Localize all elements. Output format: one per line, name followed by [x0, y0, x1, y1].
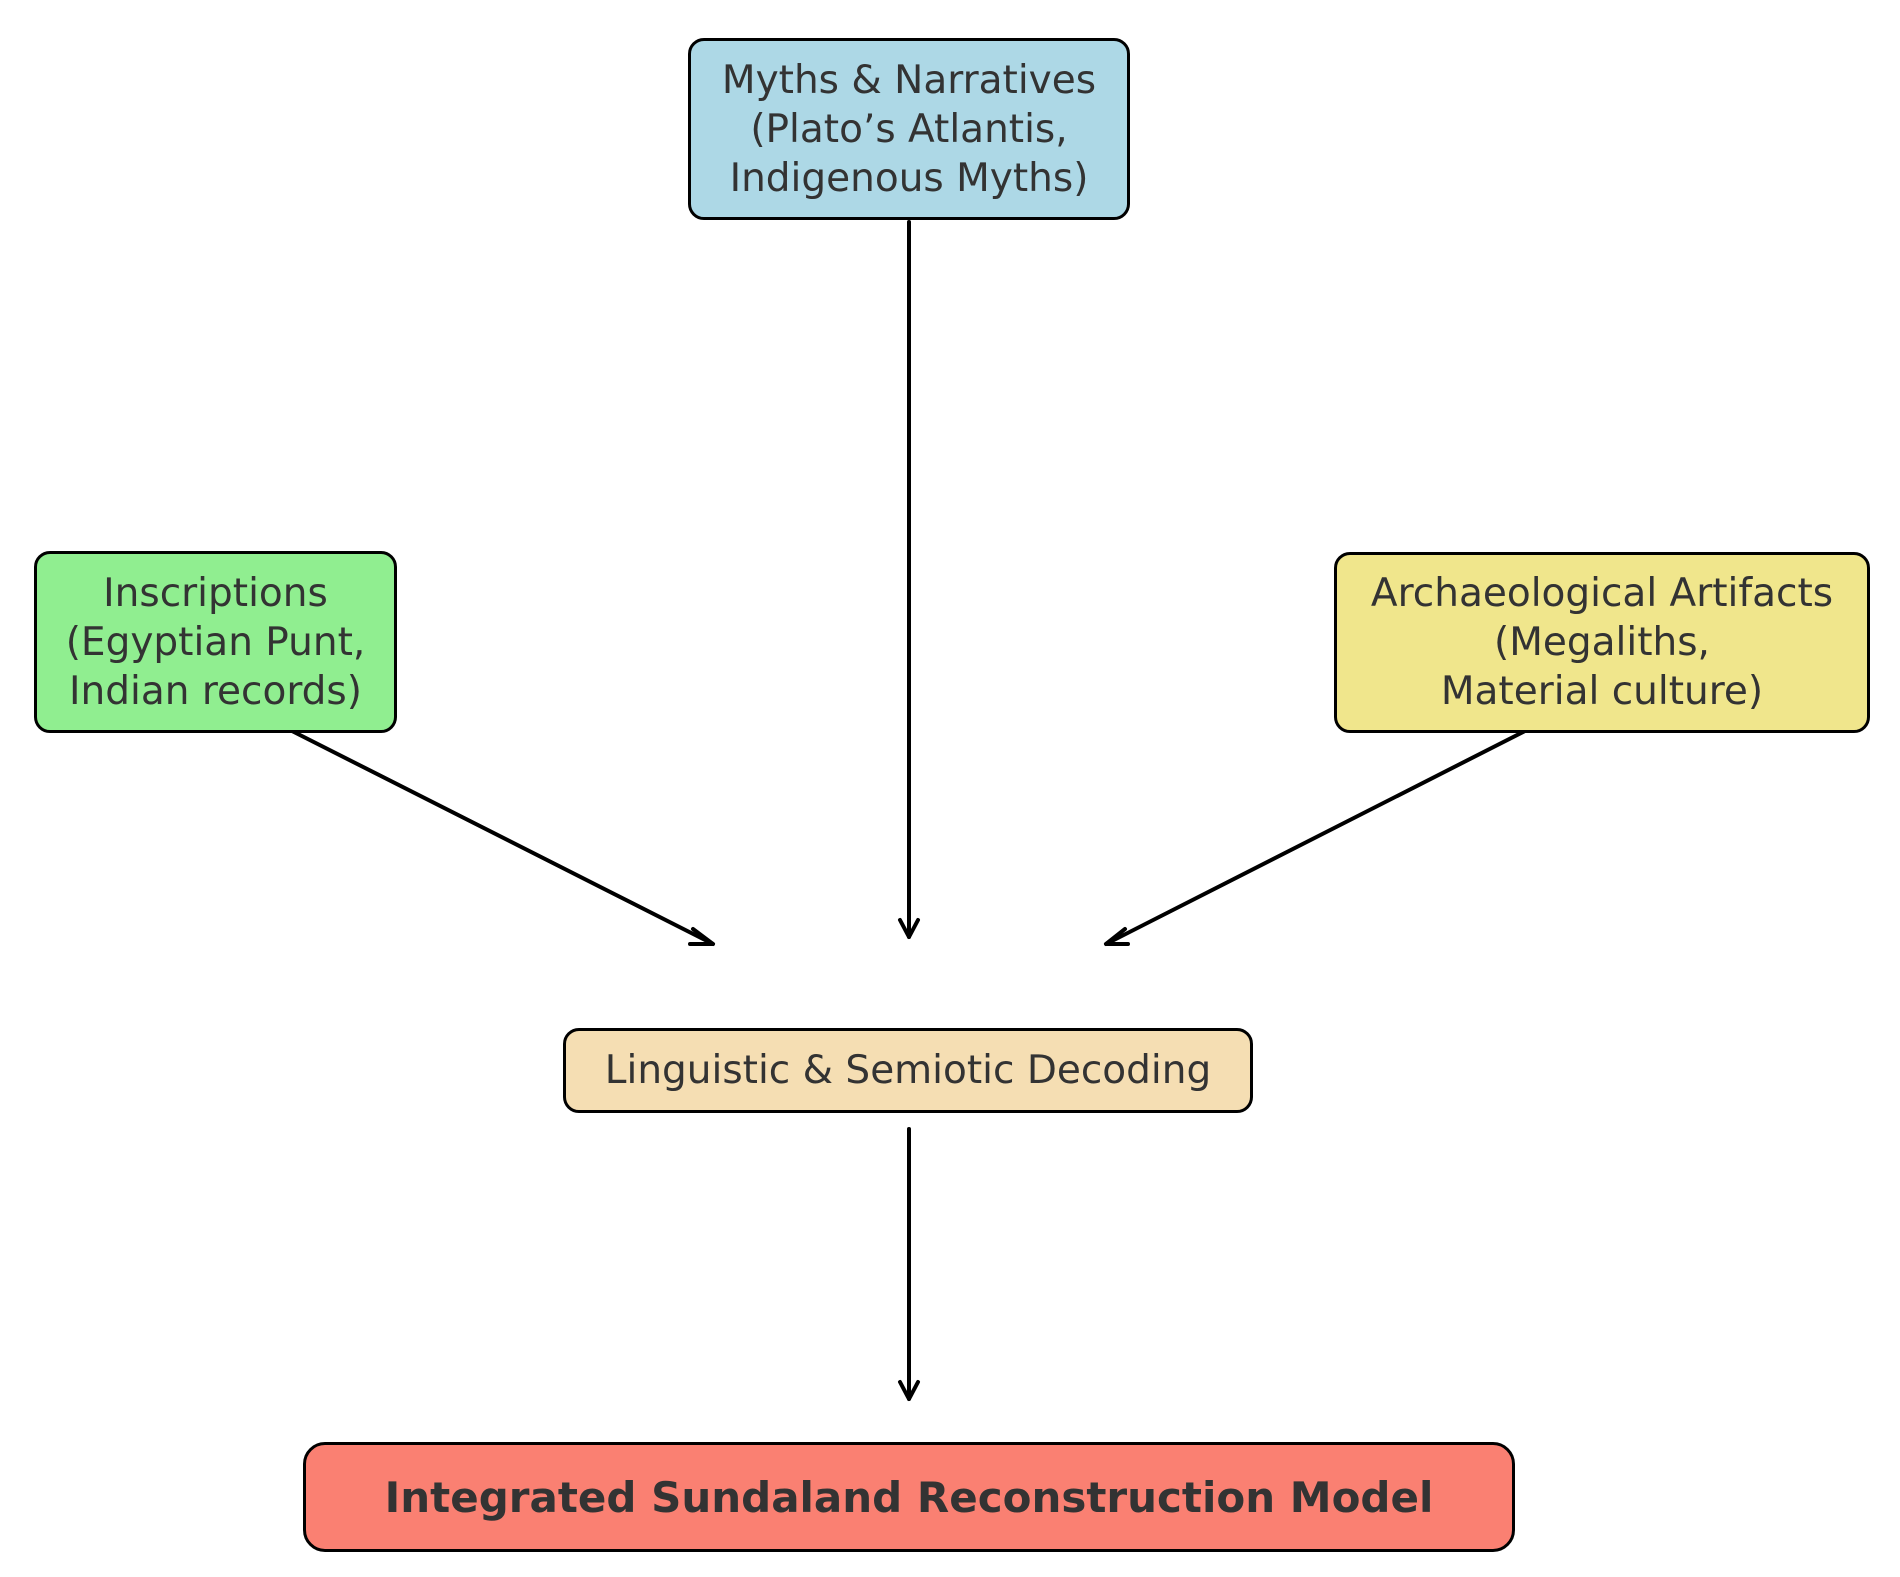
node-inscriptions-label: Inscriptions (Egyptian Punt, Indian reco…	[65, 570, 366, 714]
edge-decoding-to-model	[898, 1127, 920, 1401]
node-integrated-reconstruction-model: Integrated Sundaland Reconstruction Mode…	[303, 1442, 1515, 1552]
node-integrated-reconstruction-model-label: Integrated Sundaland Reconstruction Mode…	[384, 1472, 1434, 1522]
node-linguistic-semiotic-decoding: Linguistic & Semiotic Decoding	[563, 1028, 1253, 1113]
node-inscriptions: Inscriptions (Egyptian Punt, Indian reco…	[34, 551, 397, 733]
node-archaeological-artifacts-label: Archaeological Artifacts (Megaliths, Mat…	[1370, 571, 1834, 714]
node-myths-narratives: Myths & Narratives (Plato’s Atlantis, In…	[688, 38, 1130, 220]
edge-artifacts-to-decoding	[1104, 729, 1527, 946]
node-myths-narratives-label: Myths & Narratives (Plato’s Atlantis, In…	[721, 57, 1097, 201]
edge-inscriptions-to-decoding	[290, 729, 715, 946]
edge-myths-to-decoding	[898, 220, 920, 939]
node-archaeological-artifacts: Archaeological Artifacts (Megaliths, Mat…	[1334, 552, 1870, 733]
node-linguistic-semiotic-decoding-label: Linguistic & Semiotic Decoding	[604, 1048, 1212, 1093]
